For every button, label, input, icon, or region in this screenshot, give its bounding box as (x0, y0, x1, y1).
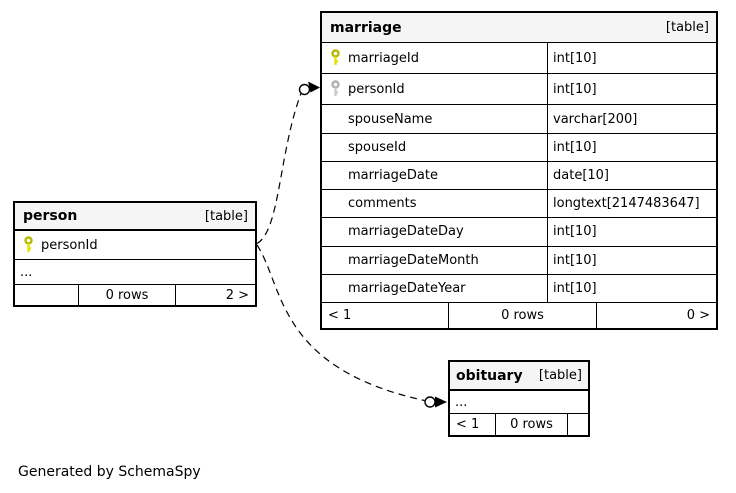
referencing-tables-count (567, 414, 588, 435)
table-person-tag: [table] (204, 208, 248, 224)
column-row: marriageId int[10] (322, 43, 716, 74)
primary-key-icon (15, 236, 41, 254)
column-row: marriageDateMonth int[10] (322, 245, 716, 274)
relationship-person-marriage-line (256, 93, 302, 245)
table-obituary-tag: [table] (538, 368, 582, 383)
arrowhead-obituary (435, 396, 447, 408)
column-name: personId (348, 81, 405, 97)
column-row: marriageDateDay int[10] (322, 217, 716, 246)
table-obituary-footer: < 1 0 rows (450, 413, 588, 435)
column-name: marriageId (348, 50, 420, 66)
column-row: comments longtext[2147483647] (322, 189, 716, 218)
column-name: marriageDate (348, 167, 438, 183)
table-marriage[interactable]: marriage [table] marriageId int[10] pers… (320, 11, 718, 330)
row-count: 0 rows (448, 303, 596, 328)
column-name: personId (41, 237, 98, 253)
column-name: marriageDateMonth (348, 252, 479, 268)
referencing-tables-count: 0 > (596, 303, 716, 328)
zero-or-one-symbol-marriage (298, 83, 311, 96)
column-type: int[10] (553, 224, 597, 240)
primary-key-icon (322, 49, 348, 67)
table-person-title[interactable]: person (23, 208, 78, 224)
column-type: longtext[2147483647] (553, 196, 700, 212)
row-count: 0 rows (78, 285, 175, 305)
table-marriage-header: marriage [table] (322, 13, 716, 43)
hidden-columns-ellipsis: ... (15, 259, 255, 284)
table-marriage-columns: marriageId int[10] personId int[10] spou… (322, 43, 716, 302)
table-marriage-title[interactable]: marriage (330, 19, 402, 36)
hidden-columns-ellipsis: ... (450, 390, 588, 413)
column-row: personId (15, 230, 255, 259)
table-marriage-footer: < 1 0 rows 0 > (322, 302, 716, 328)
zero-or-one-symbol-obituary (424, 396, 436, 408)
column-type: int[10] (553, 81, 597, 97)
table-obituary[interactable]: obituary [table] ... < 1 0 rows (448, 360, 590, 437)
column-type: int[10] (553, 280, 597, 296)
table-obituary-header: obituary [table] (450, 362, 588, 390)
column-type: int[10] (553, 50, 597, 66)
related-tables-count (15, 285, 78, 305)
table-person-header: person [table] (15, 203, 255, 230)
table-person-footer: 0 rows 2 > (15, 284, 255, 305)
related-tables-count: < 1 (456, 417, 480, 432)
related-tables-count: < 1 (328, 308, 352, 323)
column-name: spouseName (348, 111, 433, 127)
column-row: spouseName varchar[200] (322, 104, 716, 133)
column-type: int[10] (553, 252, 597, 268)
column-row: spouseId int[10] (322, 132, 716, 161)
column-type: int[10] (553, 139, 597, 155)
referencing-tables-count: 2 > (175, 285, 255, 305)
table-person[interactable]: person [table] personId ... 0 rows 2 > (13, 201, 257, 307)
column-type: varchar[200] (553, 111, 638, 127)
column-row: marriageDate date[10] (322, 160, 716, 190)
column-name: spouseId (348, 139, 407, 155)
column-row: personId int[10] (322, 73, 716, 105)
foreign-key-icon (322, 80, 348, 98)
column-name: comments (348, 196, 417, 212)
table-marriage-tag: [table] (665, 20, 709, 35)
column-row: marriageDateYear int[10] (322, 273, 716, 302)
arrowhead-marriage (308, 81, 320, 93)
column-name: marriageDateDay (348, 224, 464, 240)
row-count: 0 rows (495, 414, 567, 435)
generated-by-note: Generated by SchemaSpy (18, 464, 201, 480)
column-type: date[10] (553, 167, 609, 183)
table-obituary-title[interactable]: obituary (456, 367, 523, 384)
column-name: marriageDateYear (348, 280, 466, 296)
